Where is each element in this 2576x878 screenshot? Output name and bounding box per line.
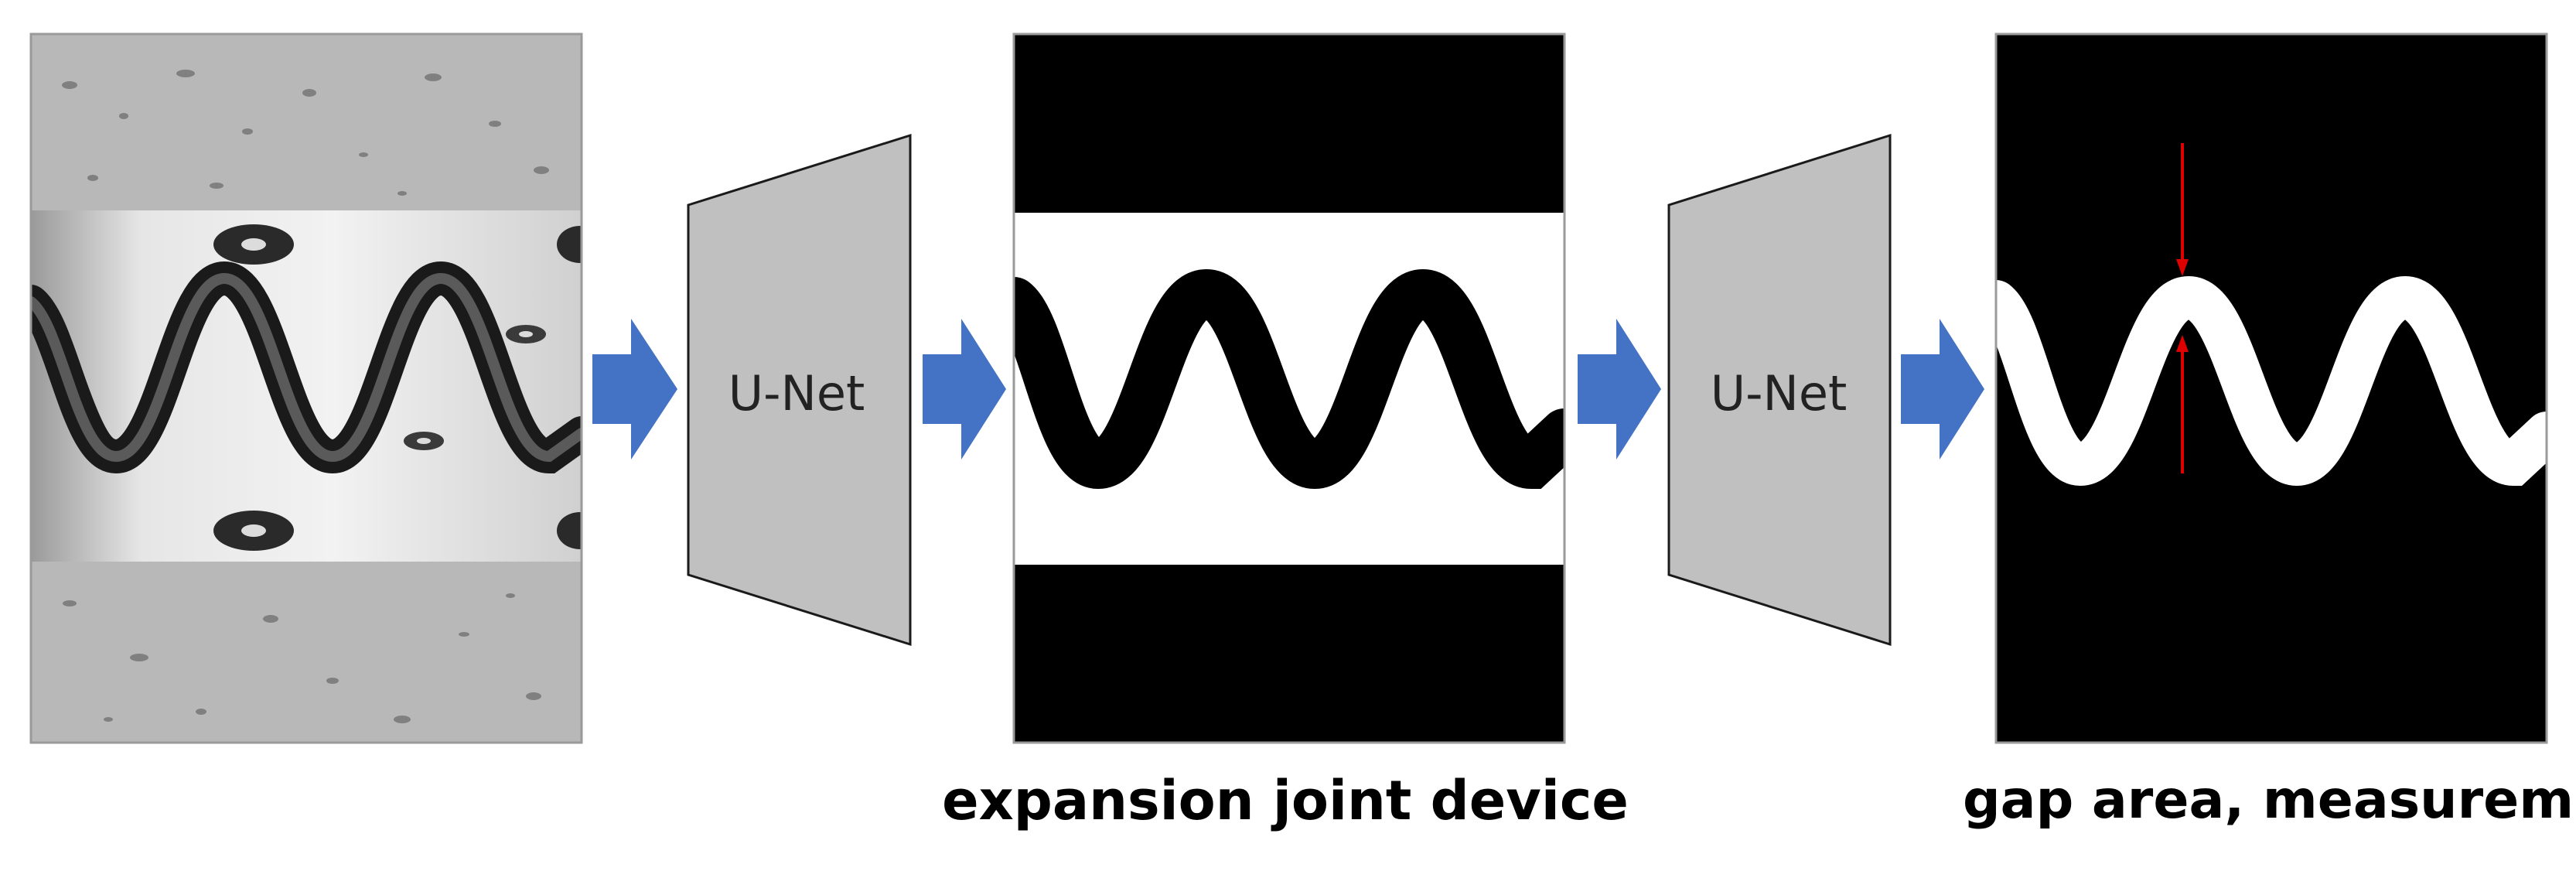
measurement-arrows [2176, 143, 2189, 473]
flow-arrow-2 [923, 319, 1006, 459]
gap-area-panel [1996, 34, 2547, 743]
flow-arrow-4 [1901, 319, 1984, 459]
mask-border [1012, 32, 1566, 744]
input-photo-border [29, 32, 583, 744]
flow-arrow-1 [592, 319, 677, 459]
anchor-bolts [213, 224, 582, 551]
unet-label-2: U-Net [1711, 365, 1848, 422]
unet-block-1: U-Net [687, 133, 912, 647]
caption-expansion-joint-device: expansion joint device [942, 769, 1629, 832]
unet-label-1: U-Net [728, 365, 865, 422]
finger-plate-edge [31, 272, 582, 463]
caption-gap-area-measurement: gap area, measurement [1963, 770, 2576, 831]
measurement-arrowhead-bottom [2176, 335, 2189, 352]
mask-wave [1014, 268, 1564, 490]
input-photo-panel [31, 34, 582, 743]
gap-border [1994, 32, 2548, 744]
measurement-arrowhead-top [2176, 259, 2189, 276]
concrete-texture [62, 70, 549, 723]
gap-wave [1996, 275, 2547, 487]
segmentation-mask-panel [1014, 34, 1564, 743]
unet-block-2: U-Net [1667, 133, 1892, 647]
flow-arrow-3 [1578, 319, 1661, 459]
